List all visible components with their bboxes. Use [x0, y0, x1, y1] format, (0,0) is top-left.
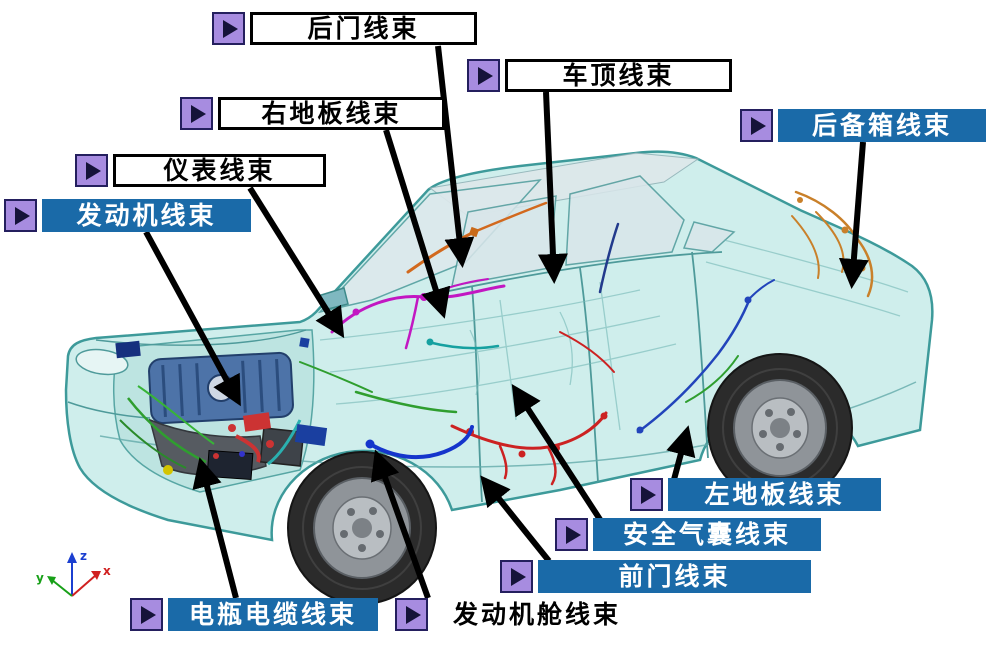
leader-engine-bay-harness — [370, 449, 431, 600]
leader-arrows — [143, 45, 869, 600]
label-text: 右地板线束 — [218, 97, 445, 130]
axis-x-label: x — [103, 564, 111, 578]
play-triangle-icon — [223, 19, 238, 38]
play-triangle-icon — [406, 605, 421, 624]
label-airbag-harness: 安全气囊线束 — [555, 518, 821, 551]
label-battery-cable-harness: 电瓶电缆线束 — [130, 598, 378, 631]
label-text: 安全气囊线束 — [593, 518, 821, 551]
label-instrument-harness: 仪表线束 — [75, 154, 326, 187]
play-triangle-icon — [191, 104, 206, 123]
leader-rear-door-harness — [435, 45, 475, 268]
harness-marker-icon — [555, 518, 588, 551]
relay-box — [115, 340, 141, 359]
leader-battery-cable-harness — [192, 457, 239, 599]
label-text: 电瓶电缆线束 — [168, 598, 378, 631]
leader-instrument-harness — [247, 186, 345, 339]
harness-marker-icon — [75, 154, 108, 187]
rear-wheel — [707, 353, 853, 503]
play-triangle-icon — [478, 66, 493, 85]
harness-marker-icon — [630, 478, 663, 511]
play-triangle-icon — [566, 525, 581, 544]
front-wheel — [287, 451, 437, 605]
label-engine-harness: 发动机线束 — [4, 199, 251, 232]
label-roof-harness: 车顶线束 — [467, 59, 732, 92]
harness-marker-icon — [500, 560, 533, 593]
play-triangle-icon — [641, 485, 656, 504]
play-triangle-icon — [15, 206, 30, 225]
label-front-door-harness: 前门线束 — [500, 560, 811, 593]
axis-z-label: z — [80, 549, 87, 563]
headlight — [75, 348, 129, 376]
label-text: 发动机线束 — [42, 199, 251, 232]
label-text: 后备箱线束 — [778, 109, 986, 142]
label-text: 仪表线束 — [113, 154, 326, 187]
play-triangle-icon — [751, 116, 766, 135]
leader-front-door-harness — [480, 475, 552, 563]
harness-marker-icon — [130, 598, 163, 631]
harness-marker-icon — [467, 59, 500, 92]
harness-marker-icon — [740, 109, 773, 142]
label-text: 车顶线束 — [505, 59, 732, 92]
play-triangle-icon — [511, 567, 526, 586]
side-windows — [451, 175, 736, 287]
play-triangle-icon — [86, 161, 101, 180]
harness-marker-icon — [180, 97, 213, 130]
engine-block — [119, 351, 328, 481]
harness-marker-icon — [4, 199, 37, 232]
label-left-floor-harness: 左地板线束 — [630, 478, 881, 511]
axis-triad: z x y — [36, 549, 111, 597]
leader-roof-harness — [537, 91, 568, 284]
ecu-box — [294, 423, 328, 447]
label-text: 左地板线束 — [668, 478, 881, 511]
label-right-floor-harness: 右地板线束 — [180, 97, 445, 130]
leader-airbag-harness — [511, 383, 604, 523]
harness-marker-icon — [395, 598, 428, 631]
label-engine-bay-harness: 发动机舱线束 — [395, 598, 641, 631]
play-triangle-icon — [141, 605, 156, 624]
leader-right-floor-harness — [383, 129, 451, 319]
label-text: 前门线束 — [538, 560, 811, 593]
leader-engine-harness — [143, 230, 241, 407]
axis-y-label: y — [36, 571, 44, 585]
label-trunk-harness: 后备箱线束 — [740, 109, 986, 142]
leader-trunk-harness — [838, 141, 869, 289]
label-text: 后门线束 — [250, 12, 477, 45]
leader-left-floor-harness — [666, 425, 696, 488]
harness-marker-icon — [212, 12, 245, 45]
label-text: 发动机舱线束 — [433, 598, 641, 631]
label-rear-door-harness: 后门线束 — [212, 12, 477, 45]
